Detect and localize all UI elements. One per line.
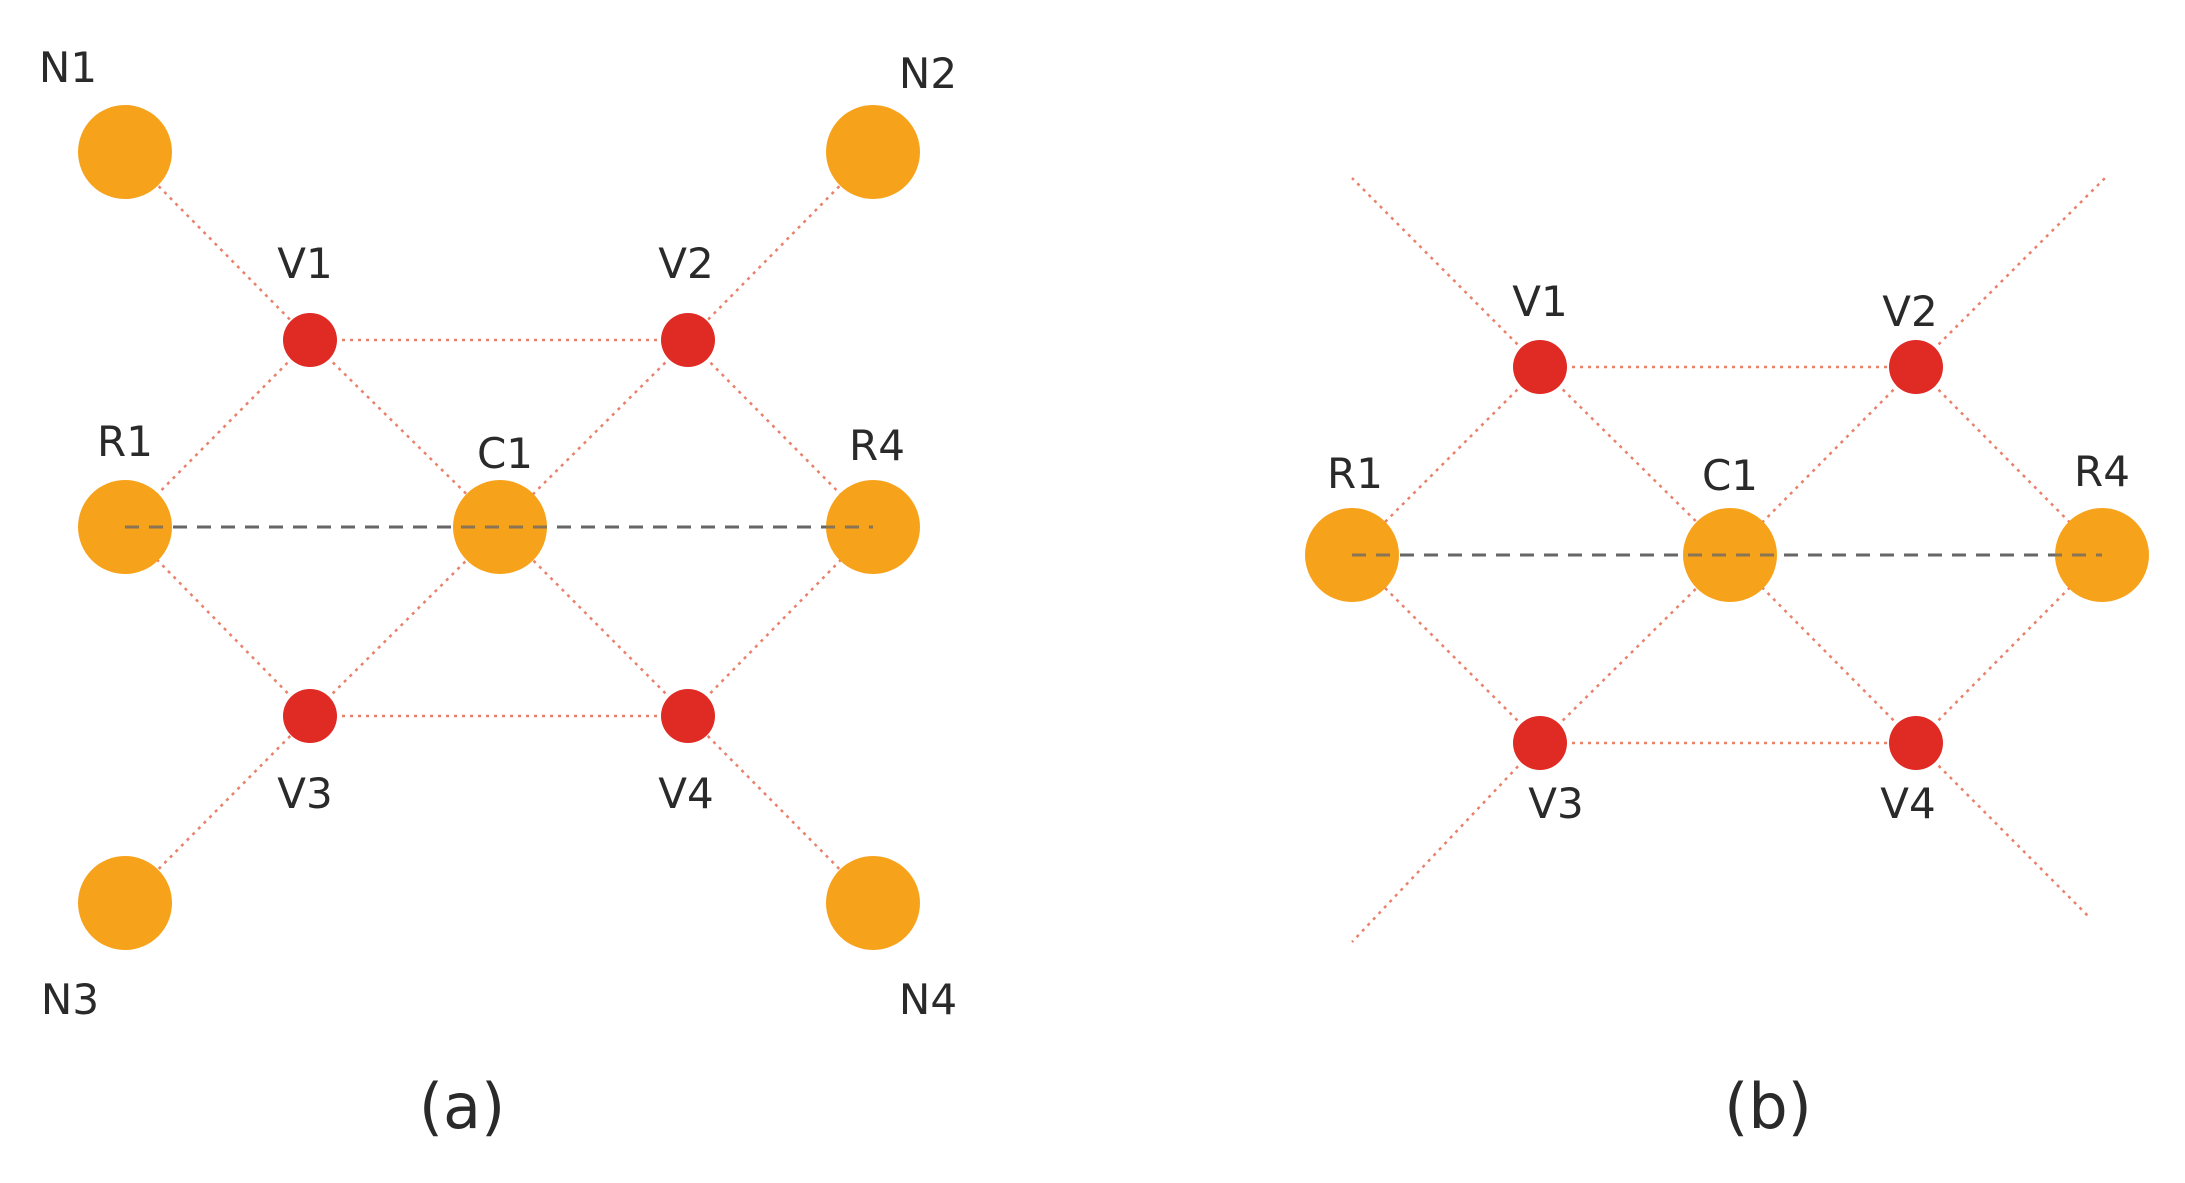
panel-a-node-n4 <box>826 856 920 950</box>
panel-b-label-v2: V2 <box>1882 287 1937 336</box>
panel-a-label-n3: N3 <box>41 975 99 1024</box>
panel-a-label-v3: V3 <box>277 769 332 818</box>
panel-b-label-v4: V4 <box>1880 779 1935 828</box>
panel-b-node-v1 <box>1513 340 1567 394</box>
panel-a-node-n1 <box>78 105 172 199</box>
panel-b-open-edge-v3-down-left <box>1351 742 1541 943</box>
panel-a-label-v4: V4 <box>658 769 713 818</box>
panel-b-open-edge-v4-down-right <box>1915 742 2091 919</box>
panel-a-node-c1 <box>453 480 547 574</box>
panel-a-label-v1: V1 <box>277 239 332 288</box>
panel-b-node-v2 <box>1889 340 1943 394</box>
panel-a-caption: (a) <box>419 1070 505 1143</box>
panel-a-node-n2 <box>826 105 920 199</box>
panel-b-label-v1: V1 <box>1512 277 1567 326</box>
panel-a-node-v4 <box>661 689 715 743</box>
panel-b-open-edge-v1-up-left <box>1351 177 1541 368</box>
panel-a-node-v2 <box>661 313 715 367</box>
panel-a-node-v3 <box>283 689 337 743</box>
panel-b-node-v3 <box>1513 716 1567 770</box>
panel-a-label-r4: R4 <box>849 421 905 470</box>
panel-a-label-r1: R1 <box>97 417 153 466</box>
panel-a-nodes <box>78 105 920 950</box>
panel-b-node-c1 <box>1683 508 1777 602</box>
panel-a-node-n3 <box>78 856 172 950</box>
panel-b-label-c1: C1 <box>1702 451 1758 500</box>
panel-a-node-v1 <box>283 313 337 367</box>
panel-b-label-r4: R4 <box>2074 447 2130 496</box>
panel-a-label-v2: V2 <box>658 239 713 288</box>
panel-b-nodes <box>1305 340 2149 770</box>
panel-b-label-v3: V3 <box>1528 779 1583 828</box>
panel-b-label-r1: R1 <box>1327 449 1383 498</box>
panel-b-caption: (b) <box>1724 1070 1812 1143</box>
panel-b-node-v4 <box>1889 716 1943 770</box>
panel-b-open-edge-v2-up-right <box>1915 177 2106 368</box>
panel-a-label-n2: N2 <box>899 49 957 98</box>
panel-a-label-c1: C1 <box>477 429 533 478</box>
panel-a-label-n1: N1 <box>39 43 97 92</box>
panel-a-label-n4: N4 <box>899 975 957 1024</box>
